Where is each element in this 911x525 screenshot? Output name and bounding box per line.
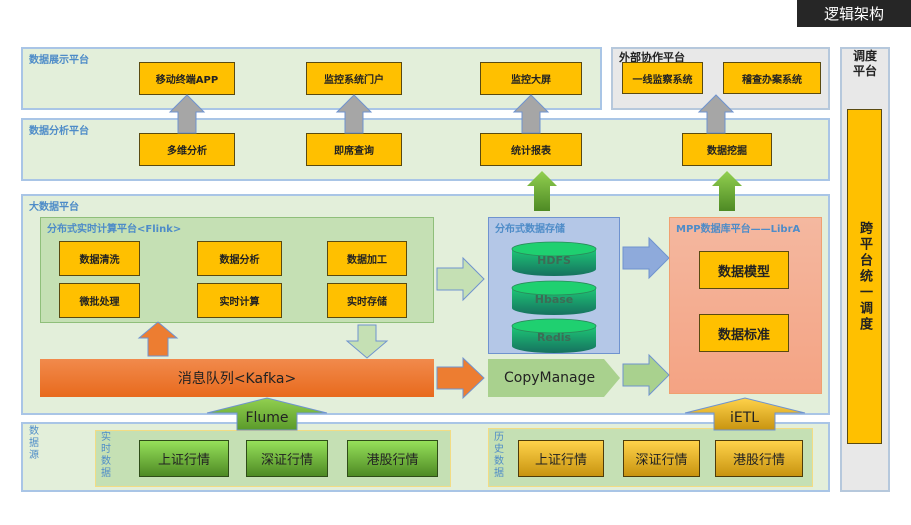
arrow-right-copymanage-to-mpp <box>622 353 670 397</box>
data-analysis-box[interactable]: 数据分析 <box>197 241 282 276</box>
data-cleaning-box[interactable]: 数据清洗 <box>59 241 140 276</box>
page-title: 逻辑架构 <box>797 0 911 27</box>
arrow-up-storage-to-report <box>527 171 557 211</box>
ietl-label: iETL <box>729 410 760 426</box>
data-processing-box[interactable]: 数据加工 <box>327 241 407 276</box>
flume-arrow <box>206 397 328 431</box>
hbase-label: Hbase <box>534 293 574 306</box>
arrow-right-storage-to-mpp <box>622 236 670 280</box>
realtime-storage-box[interactable]: 实时存储 <box>327 283 407 318</box>
hdfs-label: HDFS <box>537 254 571 267</box>
data-model-box[interactable]: 数据模型 <box>699 251 789 289</box>
redis-label: Redis <box>536 331 572 344</box>
arrow-right-kafka-to-copymanage <box>436 356 485 400</box>
schedule-label-line1: 调度 <box>852 49 877 63</box>
schedule-label-line2: 平台 <box>852 64 877 78</box>
data-source-label: 数据源 <box>29 426 39 461</box>
realtime-data-label: 实时数据 <box>101 432 111 479</box>
arrow-up-mpp-to-mining <box>712 171 742 211</box>
arrow-up-query-to-portal <box>335 94 373 134</box>
ietl-arrow <box>684 397 806 431</box>
kafka-queue-bar[interactable]: 消息队列<Kafka> <box>40 359 434 397</box>
arrow-right-flink-to-storage <box>436 256 485 302</box>
flink-label: 分布式实时计算平台<Flink> <box>47 224 182 235</box>
arrow-up-analysis-to-app <box>168 94 206 134</box>
arrow-down-flink-to-kafka <box>345 324 389 359</box>
monitor-screen-box[interactable]: 监控大屏 <box>480 62 582 95</box>
micro-batch-box[interactable]: 微批处理 <box>59 283 140 318</box>
adhoc-query-box[interactable]: 即席查询 <box>306 133 402 166</box>
arrow-up-mining-to-external <box>697 94 735 134</box>
copymanage-label[interactable]: CopyManage <box>504 370 596 386</box>
realtime-shenzhen-box[interactable]: 深证行情 <box>246 440 328 477</box>
data-standard-box[interactable]: 数据标准 <box>699 314 789 352</box>
copymanage-shape <box>488 359 620 397</box>
mobile-app-box[interactable]: 移动终端APP <box>139 62 235 95</box>
monitor-portal-box[interactable]: 监控系统门户 <box>306 62 402 95</box>
arrow-up-kafka-to-flink <box>137 321 179 357</box>
realtime-hongkong-box[interactable]: 港股行情 <box>347 440 438 477</box>
realtime-shanghai-box[interactable]: 上证行情 <box>139 440 229 477</box>
storage-label: 分布式数据存储 <box>495 224 565 235</box>
mpp-label: MPP数据库平台——LibrA <box>676 224 801 235</box>
realtime-compute-box[interactable]: 实时计算 <box>197 283 282 318</box>
unified-scheduling-box[interactable]: 跨平台统一调度 <box>847 109 882 444</box>
bigdata-platform-label: 大数据平台 <box>29 202 79 213</box>
history-data-label: 历史数据 <box>494 432 504 479</box>
redis-cylinder[interactable]: Redis <box>511 318 597 353</box>
flume-label: Flume <box>245 410 289 426</box>
mpp-panel: MPP数据库平台——LibrA <box>669 217 822 394</box>
hbase-cylinder[interactable]: Hbase <box>511 280 597 315</box>
history-hongkong-box[interactable]: 港股行情 <box>715 440 803 477</box>
stats-report-box[interactable]: 统计报表 <box>480 133 582 166</box>
multidim-analysis-box[interactable]: 多维分析 <box>139 133 235 166</box>
external-platform-label: 外部协作平台 <box>619 51 685 64</box>
investigation-system-box[interactable]: 稽查办案系统 <box>723 62 821 94</box>
display-platform-label: 数据展示平台 <box>29 55 89 66</box>
data-mining-box[interactable]: 数据挖掘 <box>682 133 772 166</box>
schedule-platform-label: 调度 平台 <box>842 49 888 79</box>
arrow-up-report-to-screen <box>512 94 550 134</box>
history-shanghai-box[interactable]: 上证行情 <box>518 440 604 477</box>
hdfs-cylinder[interactable]: HDFS <box>511 241 597 276</box>
history-shenzhen-box[interactable]: 深证行情 <box>623 440 700 477</box>
frontline-system-box[interactable]: 一线监察系统 <box>622 62 703 94</box>
analysis-platform-label: 数据分析平台 <box>29 126 89 137</box>
